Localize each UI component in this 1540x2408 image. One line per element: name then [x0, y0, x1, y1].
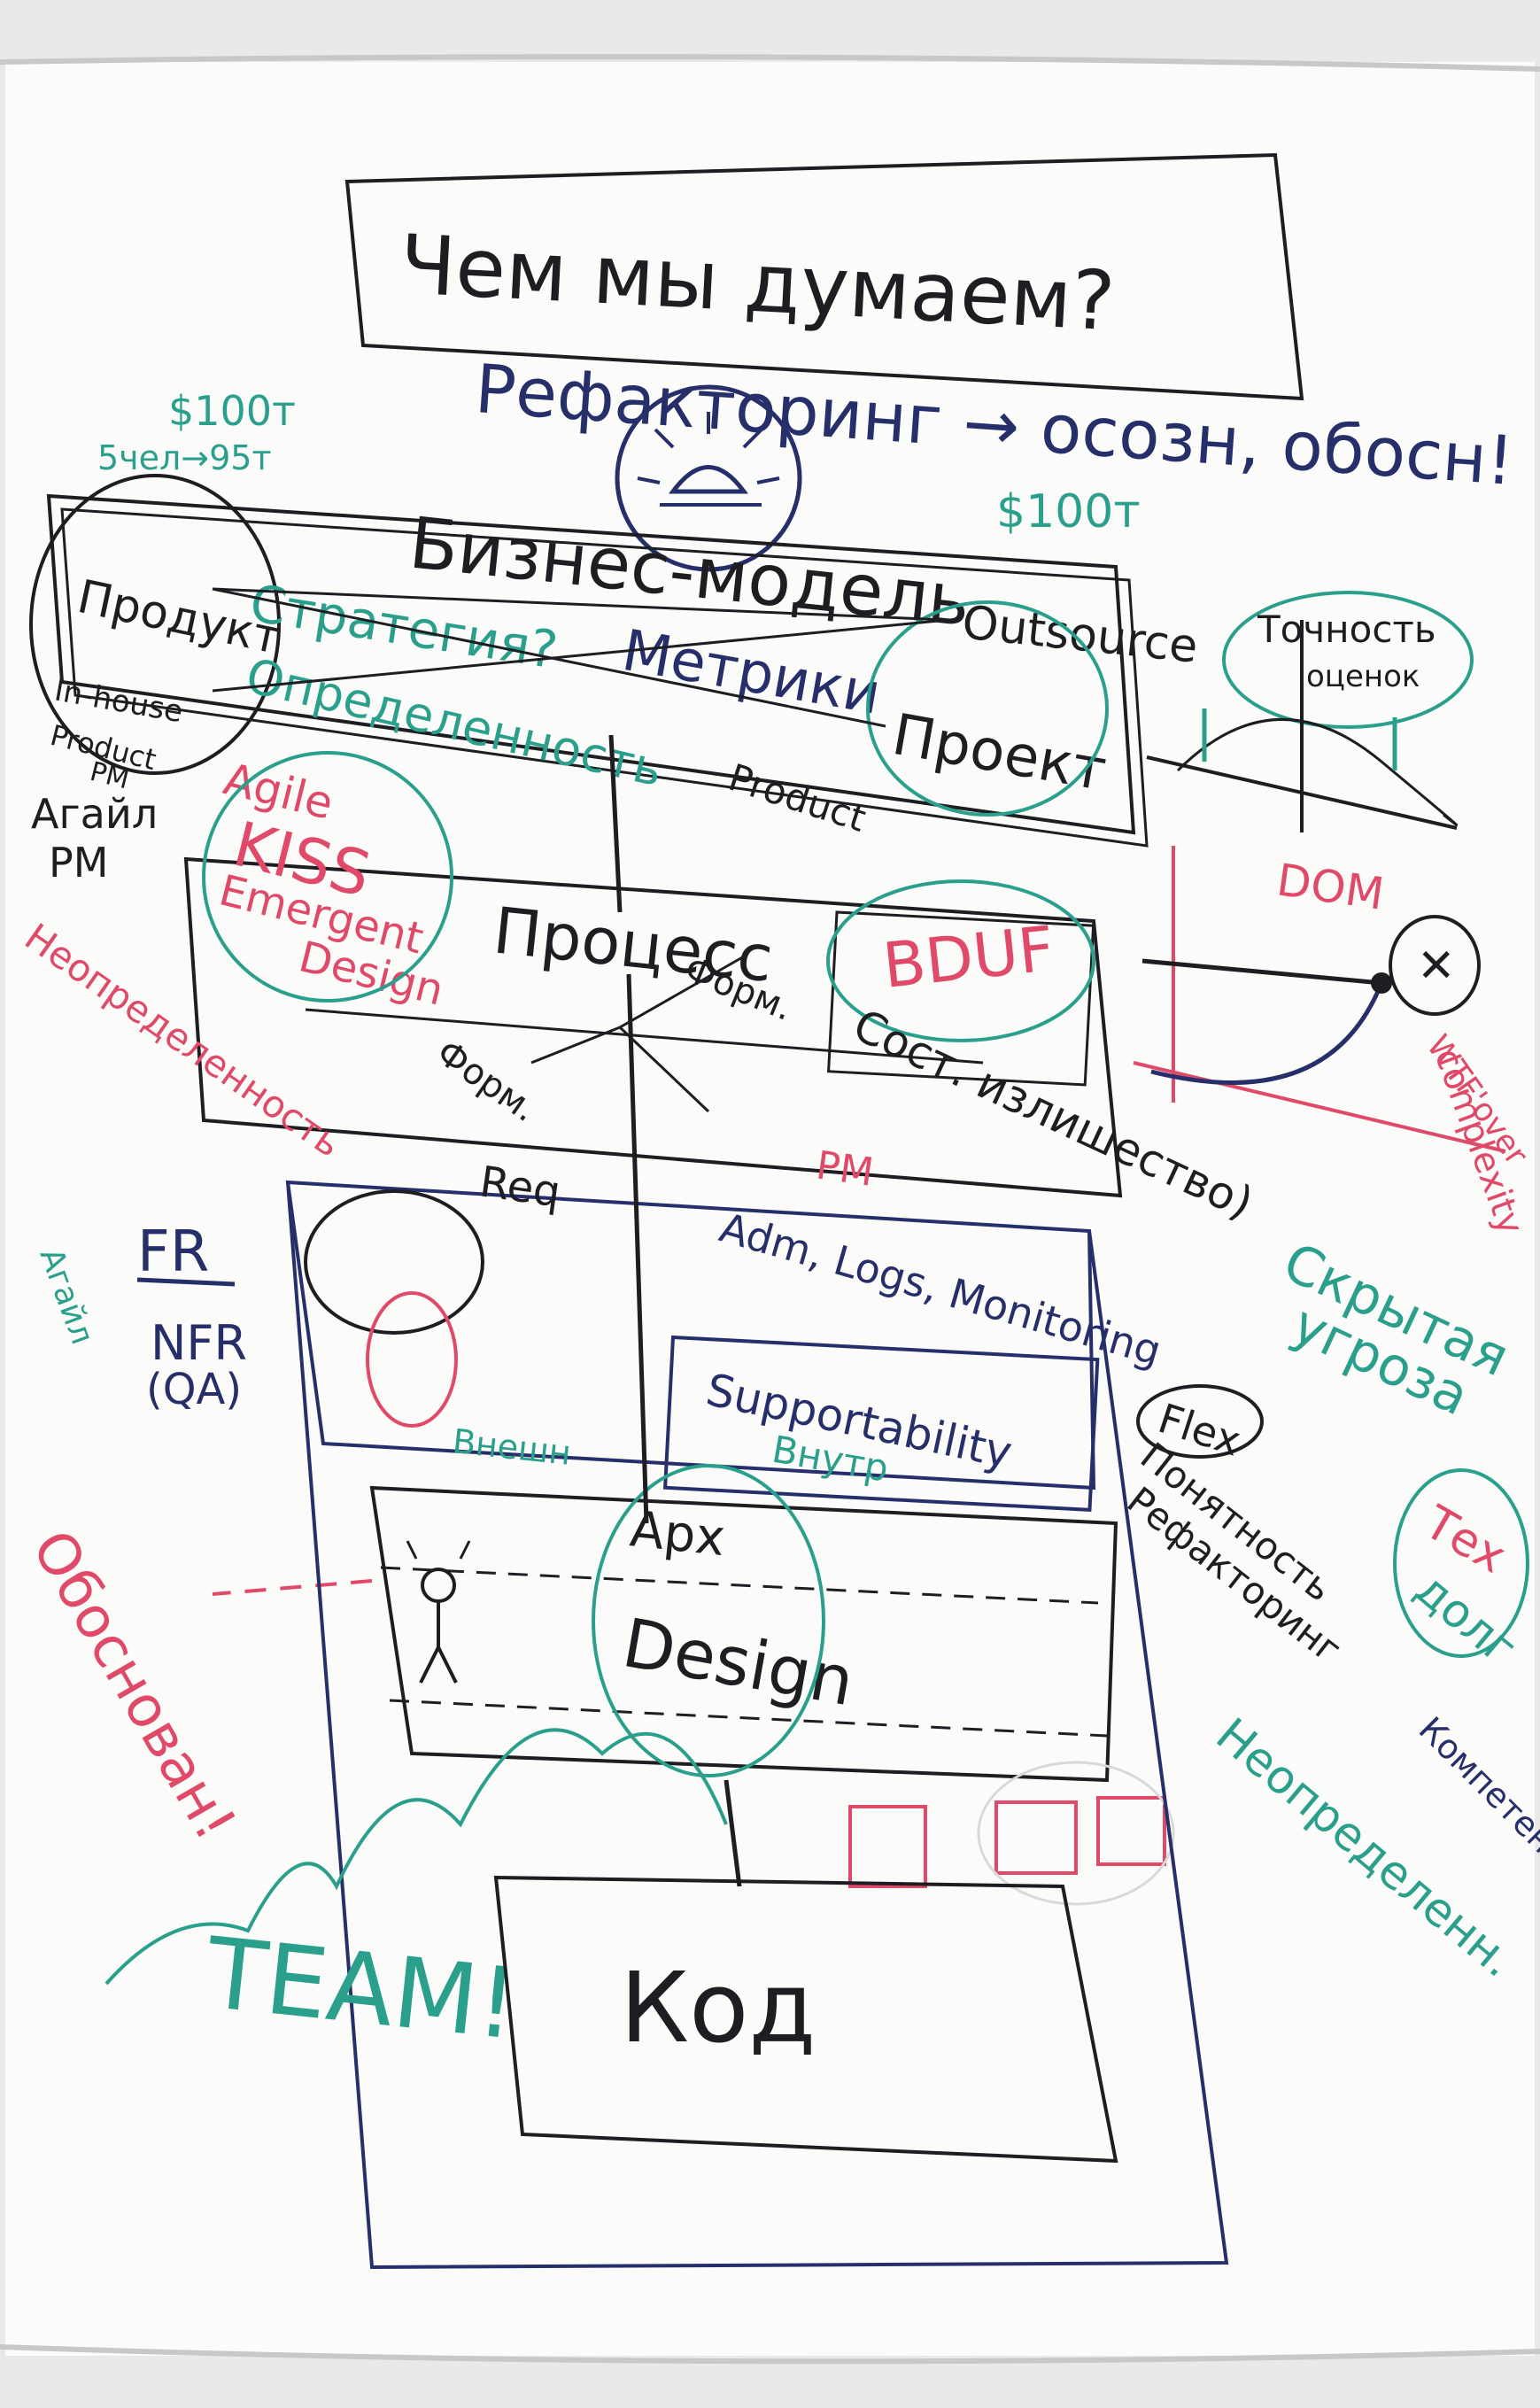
accuracy-curve — [1176, 717, 1459, 826]
arrow-process-arch — [626, 973, 649, 1524]
complexity-point — [1371, 972, 1392, 994]
agile-circle — [202, 751, 453, 1003]
complexity-x-circle — [1389, 915, 1481, 1016]
paper-top-curl — [0, 54, 1540, 72]
flow-arrows — [608, 734, 742, 1887]
title-frame — [344, 152, 1304, 401]
pm-req-label: PM — [813, 1142, 876, 1195]
arch-label: Арх — [628, 1500, 728, 1568]
design-circle — [592, 1464, 825, 1777]
lightbulb-icon — [615, 384, 802, 572]
complexity-axis-x — [1133, 1061, 1506, 1153]
accuracy-chart: Точность оценок — [1146, 591, 1474, 832]
product-circle — [29, 474, 281, 775]
formal-arrow-left — [530, 1026, 621, 1065]
supportability-box — [663, 1335, 1100, 1512]
arrow-inhouse-outsource — [212, 618, 948, 693]
money-left: $100т — [168, 387, 296, 435]
flex-circle — [1136, 1384, 1264, 1459]
bduf-box — [827, 910, 1095, 1087]
nfr-label: NFR — [151, 1315, 247, 1371]
person-idea-icon — [406, 1540, 471, 1684]
architecture-dash-bottom — [389, 1699, 1108, 1738]
architecture-dash-top — [380, 1566, 1099, 1605]
nfr-circle — [366, 1291, 458, 1428]
system-frame — [286, 1181, 1229, 2270]
arrow-product-outsource — [212, 587, 948, 622]
qa-label: (QA) — [146, 1365, 242, 1414]
complexity-x-mark: ✕ — [1417, 940, 1456, 993]
agile-pm-label: Агайл — [31, 790, 158, 838]
process-arrow — [305, 1008, 984, 1065]
paper — [5, 62, 1535, 2356]
justify-arrow — [212, 1579, 373, 1596]
team-wave — [104, 1728, 728, 1986]
arrow-design-code — [724, 1779, 742, 1887]
money-right: $100т — [996, 485, 1141, 538]
code-label: Код — [620, 1951, 816, 2064]
accuracy-circle — [1222, 591, 1474, 729]
bduf-label: BDUF — [879, 912, 1057, 1003]
formal-arrow-right — [619, 955, 745, 1029]
complexity-threshold — [1141, 958, 1382, 986]
arrow-product-project — [212, 587, 886, 728]
techdebt-circle — [1393, 1468, 1529, 1658]
business-model-box-shadow — [60, 507, 1149, 848]
bduf-circle — [826, 879, 1095, 1042]
accuracy-label-2: оценок — [1306, 659, 1420, 694]
accuracy-label: Точность — [1257, 608, 1436, 651]
paper-bottom-curl — [0, 2344, 1540, 2365]
architecture-box — [369, 1485, 1118, 1783]
complexity-curve — [1150, 982, 1384, 1085]
fr-label: FR — [137, 1219, 209, 1285]
arrow-business-process — [608, 734, 623, 913]
business-model-box — [46, 493, 1136, 835]
refactor-flow-icon — [848, 1761, 1175, 1906]
formal-arrow-down — [618, 1026, 710, 1113]
outsource-circle — [866, 600, 1109, 817]
fr-circle — [304, 1189, 484, 1335]
process-box — [183, 856, 1123, 1198]
rate-left: 5чел→95т — [97, 438, 272, 477]
code-box — [493, 1875, 1118, 2164]
fr-underline — [136, 1277, 236, 1287]
req-label: Req — [476, 1157, 563, 1217]
pm-label: PM — [49, 839, 108, 887]
requirements-box — [285, 1180, 1096, 1490]
